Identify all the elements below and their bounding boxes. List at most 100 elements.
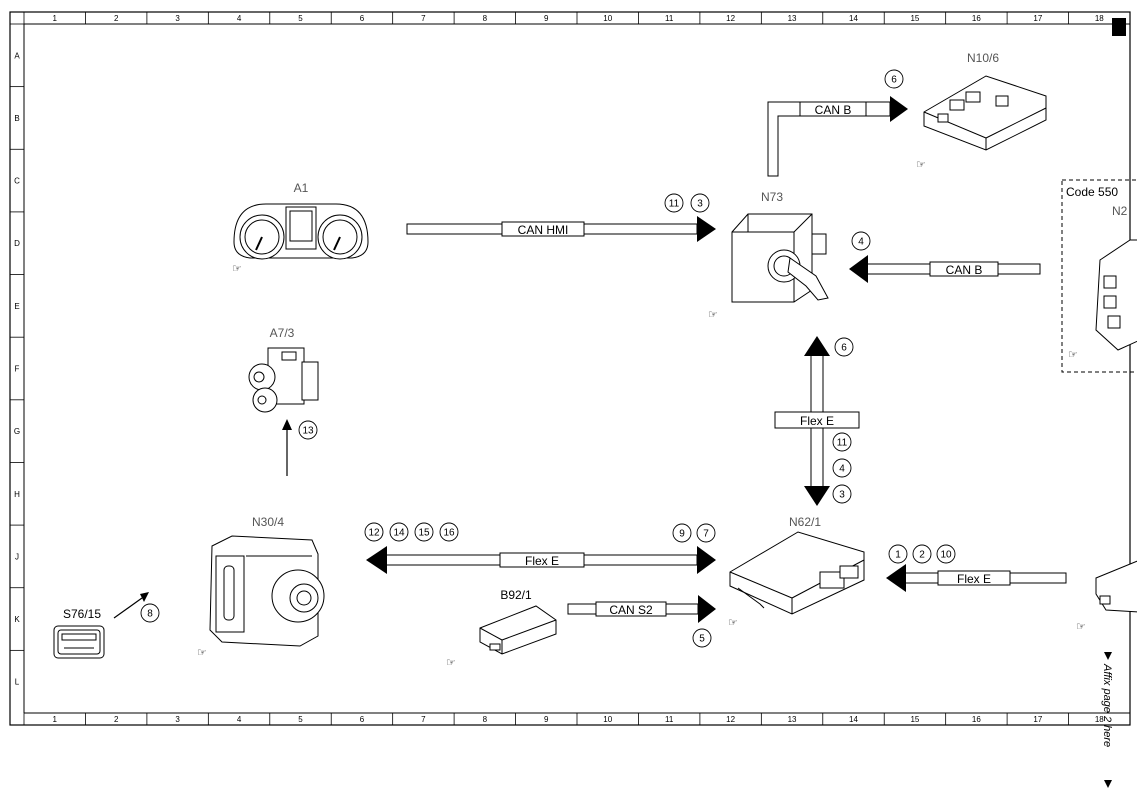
callout-circle: [364, 522, 384, 542]
svg-text:CAN B: CAN B: [946, 263, 983, 277]
callout-number: 1: [895, 550, 901, 561]
diagram-frame: [9, 11, 1131, 726]
callouts-can-b-top: 6: [884, 69, 904, 89]
wiring-ref-icon: ☞: [1076, 621, 1086, 633]
grid-col-label-top: 6: [360, 14, 365, 23]
callouts-can-s2: 5: [692, 628, 712, 648]
callout-circle: [692, 628, 712, 648]
svg-text:Flex E: Flex E: [800, 414, 834, 428]
grid-col-label-bottom: 13: [788, 715, 797, 724]
code-550-box: [1061, 179, 1137, 373]
grid-row-label: L: [15, 678, 20, 687]
grid-col-label-bottom: 16: [972, 715, 981, 724]
grid-col-label-top: 15: [910, 14, 919, 23]
grid-row-label: J: [15, 552, 19, 561]
callout-circle: [912, 544, 932, 564]
callouts-flex-up: 6: [834, 337, 854, 357]
grid-row-label: C: [14, 177, 20, 186]
callout-circle: [832, 432, 852, 452]
control-unit-icon: [729, 531, 865, 615]
side-note: Affix page 2 here: [1101, 652, 1113, 788]
ignition-switch-icon: [731, 213, 829, 303]
grid-col-label-bottom: 5: [298, 715, 303, 724]
callout-number: 12: [368, 528, 380, 539]
callout-number: 4: [858, 237, 864, 248]
wiring-ref-icon: ☞: [232, 263, 242, 275]
component-label-s76-15: S76/15: [63, 607, 101, 621]
grid-col-label-bottom: 18: [1095, 715, 1104, 724]
callout-circle: [834, 337, 854, 357]
grid-col-label-top: 8: [483, 14, 488, 23]
grid-col-label-top: 12: [726, 14, 735, 23]
wiring-ref-icon: ☞: [197, 647, 207, 659]
grid-col-label-bottom: 8: [483, 715, 488, 724]
bus-can-hmi: CAN HMI: [406, 216, 716, 242]
callout-number: 11: [837, 438, 848, 449]
callout-number: 6: [841, 343, 847, 354]
component-label-n30-4: N30/4: [252, 515, 284, 529]
sam-module-icon: [923, 75, 1047, 151]
callouts-a7-3: 13: [298, 420, 318, 440]
grid-row-label: B: [14, 114, 19, 123]
wiring-ref-icon: ☞: [708, 309, 718, 321]
arrow-to-n30-4: [113, 597, 143, 619]
component-label-n10-6: N10/6: [967, 51, 999, 65]
callout-number: 16: [443, 528, 455, 539]
svg-text:CAN B: CAN B: [815, 103, 852, 117]
airbag-unit-icon: [1095, 239, 1137, 351]
callout-circle: [140, 603, 160, 623]
grid-row-label: D: [14, 239, 20, 248]
grid-col-label-top: 16: [972, 14, 981, 23]
svg-text:CAN HMI: CAN HMI: [518, 223, 569, 237]
grid-row-label: E: [14, 302, 19, 311]
grid-col-label-top: 17: [1033, 14, 1042, 23]
callout-circle: [690, 193, 710, 213]
valve-block-icon: [248, 347, 319, 413]
grid-col-label-bottom: 3: [175, 715, 180, 724]
grid-col-label-bottom: 9: [544, 715, 549, 724]
grid-row-label: H: [14, 490, 20, 499]
grid-col-label-top: 1: [52, 14, 57, 23]
callout-number: 14: [393, 528, 405, 539]
grid-col-label-top: 10: [603, 14, 612, 23]
grid-row-label: G: [14, 427, 20, 436]
component-label-n73: N73: [761, 190, 783, 204]
bus-can-s2: CAN S2: [567, 595, 716, 623]
callout-number: 3: [697, 199, 703, 210]
callout-circle: [851, 231, 871, 251]
callout-number: 10: [940, 550, 952, 561]
grid-col-label-top: 9: [544, 14, 549, 23]
callout-circle: [439, 522, 459, 542]
bus-can-b-top: CAN B: [767, 96, 908, 177]
callout-number: 9: [679, 529, 685, 540]
component-label-a1: A1: [294, 181, 309, 195]
arrowhead-s76: [140, 592, 149, 602]
callout-circle: [414, 522, 434, 542]
grid-col-label-top: 14: [849, 14, 858, 23]
callout-circle: [832, 484, 852, 504]
callout-circle: [888, 544, 908, 564]
sensor-icon: [479, 605, 557, 655]
bus-flex-e-right: Flex E: [886, 564, 1067, 592]
svg-text:Flex E: Flex E: [957, 572, 991, 586]
instrument-cluster-icon: [233, 203, 369, 260]
wiring-ref-icon: ☞: [728, 617, 738, 629]
grid-col-label-bottom: 11: [665, 715, 674, 724]
callouts-s76-15: 8: [140, 603, 160, 623]
callout-circle: [884, 69, 904, 89]
grid-col-label-bottom: 2: [114, 715, 119, 724]
grid-col-label-bottom: 10: [603, 715, 612, 724]
code-550-label: Code 550: [1066, 185, 1118, 199]
grid-col-label-top: 5: [298, 14, 303, 23]
grid-col-label-top: 4: [237, 14, 242, 23]
component-label-n2: N2: [1112, 204, 1128, 218]
switch-icon: [53, 625, 105, 659]
callout-circle: [389, 522, 409, 542]
callout-number: 13: [302, 426, 314, 437]
partial-unit-icon: [1095, 560, 1137, 613]
callout-circle: [664, 193, 684, 213]
